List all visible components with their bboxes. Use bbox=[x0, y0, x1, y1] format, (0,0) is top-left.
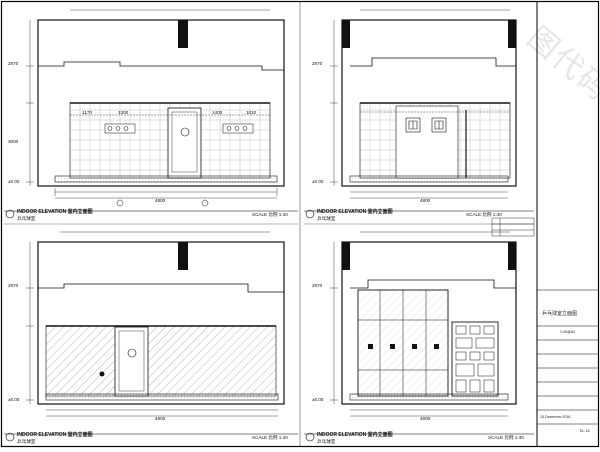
dim-total-2: 4800 bbox=[420, 198, 431, 203]
dim-ceiling-2: 2870 bbox=[312, 61, 323, 66]
legend-table bbox=[491, 217, 535, 237]
dim-floor-1: ±0.00 bbox=[8, 179, 20, 184]
dim-total-3: 4800 bbox=[155, 416, 166, 421]
panel-3-caption: INDOOR ELEVATION 室内立面图 bbox=[17, 432, 93, 438]
panel-1-subcaption: 乒乓球室 bbox=[17, 216, 36, 221]
panel-4-caption: INDOOR ELEVATION 室内立面图 bbox=[317, 432, 393, 438]
dim-floor-2: ±0.00 bbox=[312, 179, 324, 184]
dim-seg-c: 1400 bbox=[212, 110, 223, 115]
dim-floor-4: ±0.00 bbox=[312, 397, 324, 402]
drawing-name: 乒乓球室立面图 bbox=[542, 311, 578, 317]
panel-3-subcaption: 乒乓球室 bbox=[17, 439, 36, 444]
sheet-number: EL-16 bbox=[580, 429, 590, 433]
panel-2-scale: SCALE 比例 1:40 bbox=[466, 212, 502, 217]
elevation-panel-3 bbox=[26, 231, 285, 417]
drawing-date: 15.December.2016 bbox=[540, 415, 571, 419]
drawing-code: 1:40@A3 bbox=[560, 330, 576, 334]
dim-ceiling-1: 2870 bbox=[8, 61, 19, 66]
elevation-panel-2 bbox=[330, 9, 517, 199]
panel-3-scale: SCALE 比例 1:40 bbox=[252, 435, 288, 440]
panel-1-caption: INDOOR ELEVATION 室内立面图 bbox=[17, 209, 93, 215]
panel-4-scale: SCALE 比例 1:40 bbox=[488, 435, 524, 440]
panel-2-subcaption: 乒乓球室 bbox=[317, 216, 336, 221]
title-block bbox=[537, 289, 598, 425]
elevation-panel-1 bbox=[26, 9, 285, 207]
dim-total-4: 4800 bbox=[420, 416, 431, 421]
panel-1-scale: SCALE 比例 1:40 bbox=[252, 212, 288, 217]
dim-seg-a: 1170 bbox=[82, 110, 92, 115]
dim-floor-3: ±0.00 bbox=[8, 397, 20, 402]
panel-4-subcaption: 乒乓球室 bbox=[317, 439, 336, 444]
dim-total-1: 4800 bbox=[155, 198, 166, 203]
dim-ceiling-4: 2870 bbox=[312, 283, 323, 288]
dim-ceiling-3: 2870 bbox=[8, 283, 19, 288]
dim-seg-d: 1010 bbox=[246, 110, 257, 115]
panel-2-caption: INDOOR ELEVATION 室内立面图 bbox=[317, 209, 393, 215]
dim-height-1: 3000 bbox=[8, 139, 19, 144]
elevation-panel-4 bbox=[330, 231, 517, 417]
dim-seg-b: 1300 bbox=[118, 110, 129, 115]
